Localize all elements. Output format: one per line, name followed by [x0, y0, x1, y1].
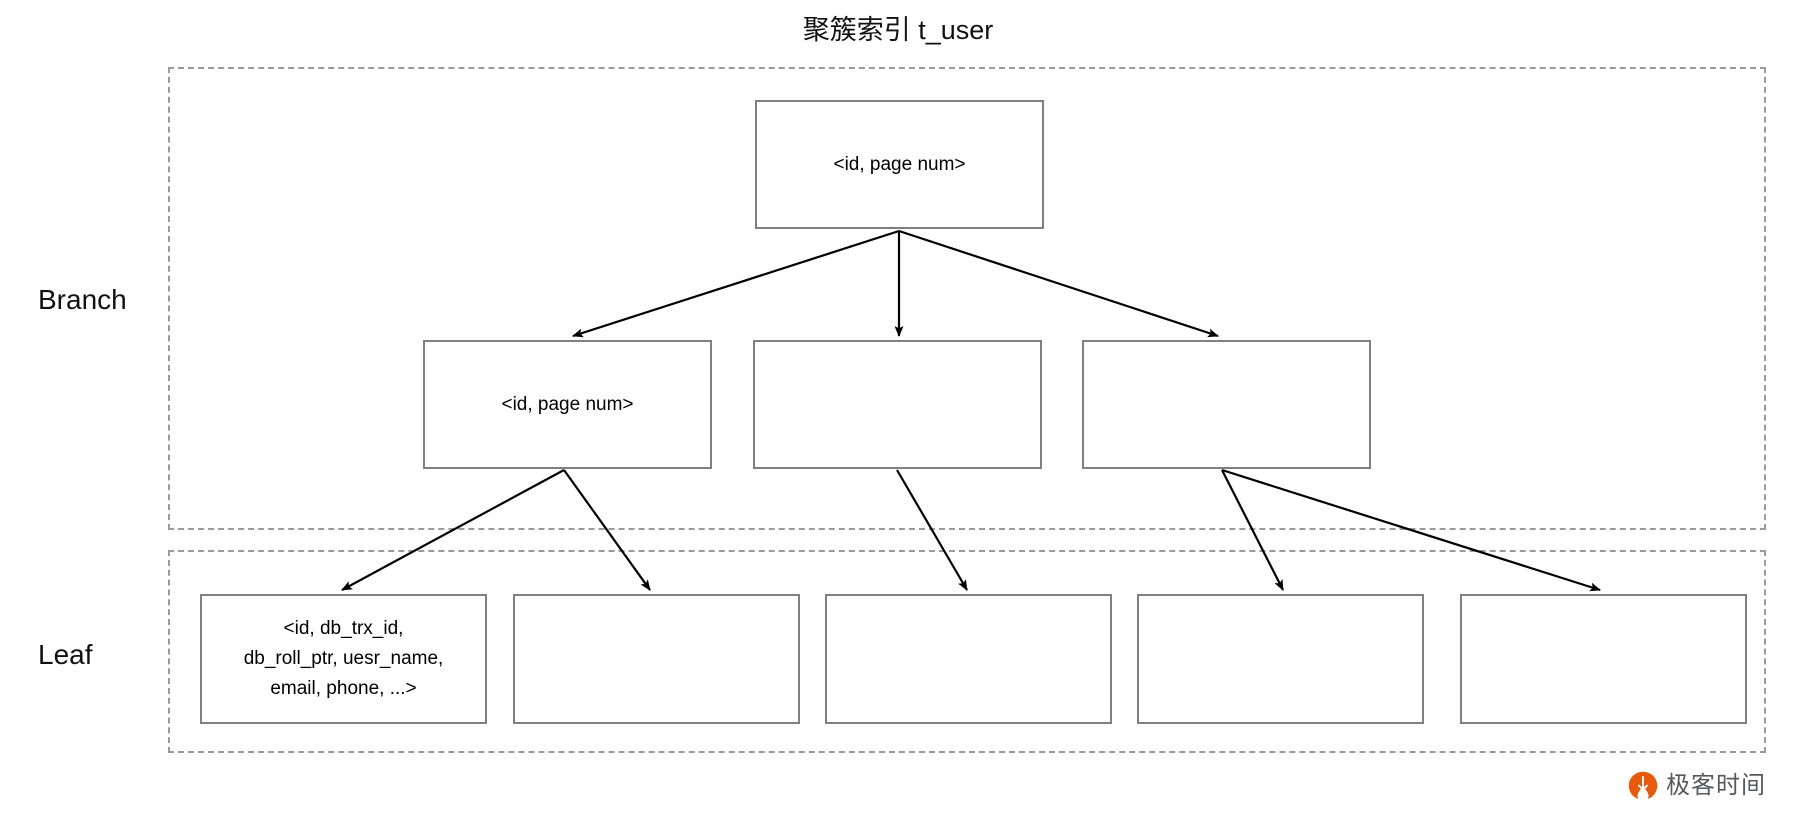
node-branch-1-label: <id, page num> — [501, 394, 634, 415]
watermark: 极客时间 — [1628, 771, 1766, 801]
node-root-label: <id, page num> — [833, 154, 966, 175]
geektime-logo-icon — [1628, 771, 1658, 799]
node-leaf-3[interactable] — [825, 594, 1112, 724]
node-leaf-1-label: <id, db_trx_id, db_roll_ptr, uesr_name, … — [243, 618, 444, 699]
node-leaf-2[interactable] — [513, 594, 800, 724]
node-root[interactable]: <id, page num> — [755, 100, 1044, 229]
page-title: 聚簇索引 t_user — [802, 15, 994, 45]
node-branch-1[interactable]: <id, page num> — [423, 340, 712, 469]
node-branch-2[interactable] — [753, 340, 1042, 469]
level-label-leaf: Leaf — [38, 639, 93, 670]
node-leaf-5[interactable] — [1460, 594, 1747, 724]
node-branch-3[interactable] — [1082, 340, 1371, 469]
node-leaf-4[interactable] — [1137, 594, 1424, 724]
node-leaf-1[interactable]: <id, db_trx_id, db_roll_ptr, uesr_name, … — [200, 594, 487, 724]
watermark-text: 极客时间 — [1666, 772, 1766, 799]
level-label-branch: Branch — [38, 284, 127, 315]
